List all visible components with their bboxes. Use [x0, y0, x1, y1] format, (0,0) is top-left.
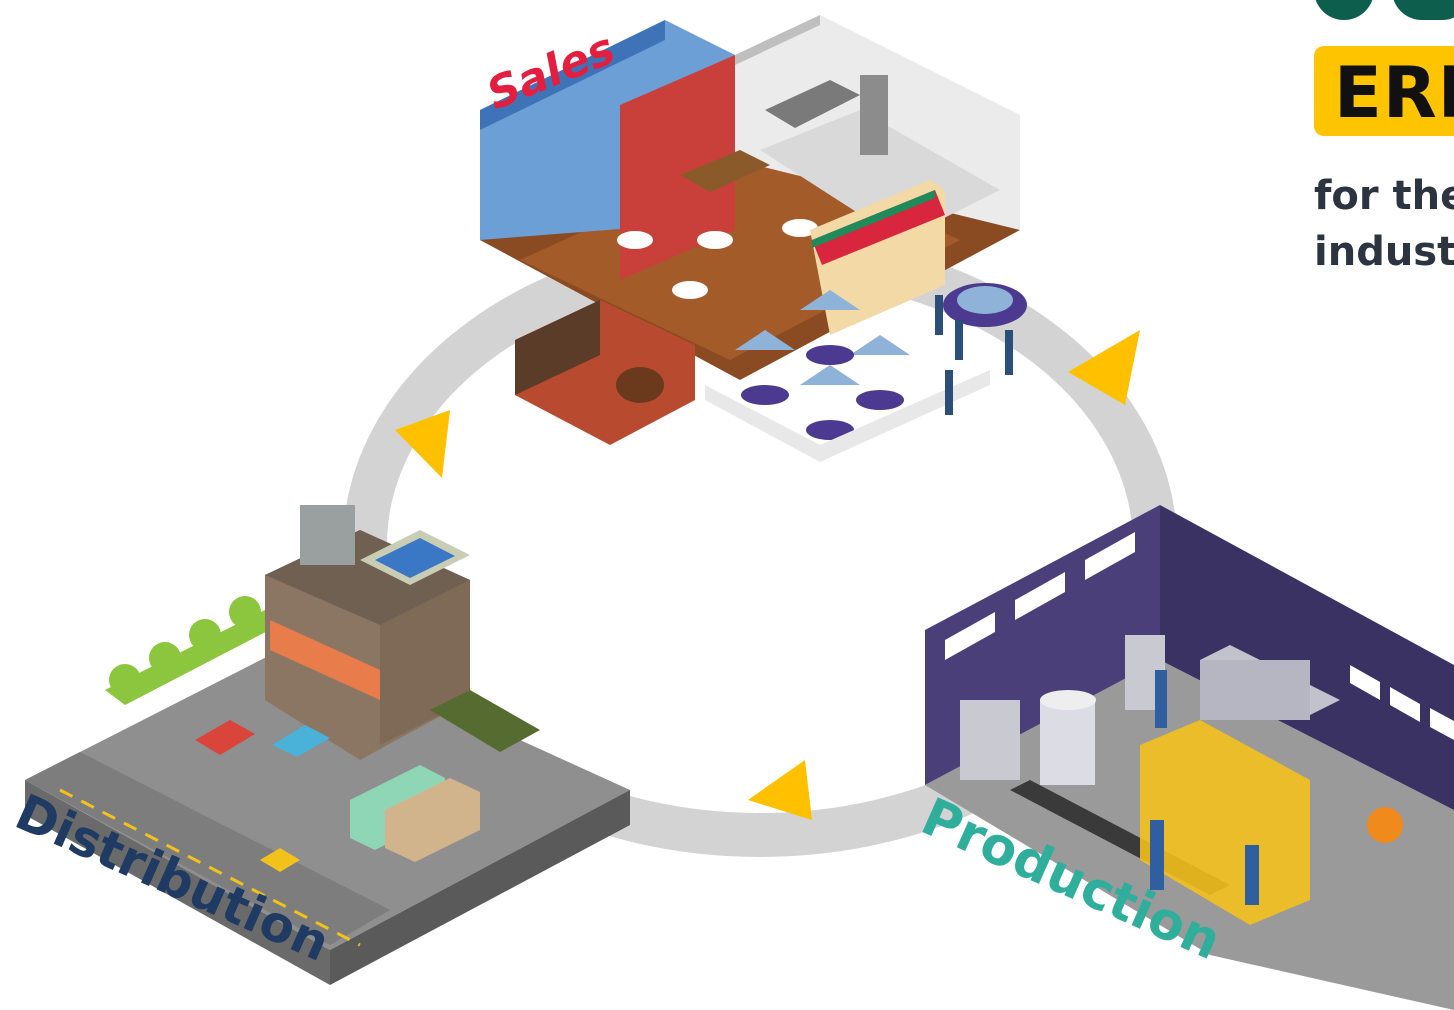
- tagline-line-2: indust: [1314, 229, 1454, 275]
- erp-badge: ERP: [1314, 46, 1454, 136]
- sales-scene: Sales: [480, 15, 1027, 462]
- arrow-sales-to-production: [1068, 330, 1140, 405]
- erp-badge-text: ERP: [1334, 52, 1454, 134]
- arrow-production-to-distribution: [748, 760, 812, 820]
- tagline: for the indust: [1314, 168, 1454, 280]
- production-scene: Production: [913, 505, 1454, 1010]
- tagline-line-1: for the: [1314, 173, 1454, 219]
- distribution-scene: Distribution: [7, 505, 630, 985]
- arrow-distribution-to-sales: [395, 410, 450, 478]
- brand-shape: [1315, 0, 1454, 20]
